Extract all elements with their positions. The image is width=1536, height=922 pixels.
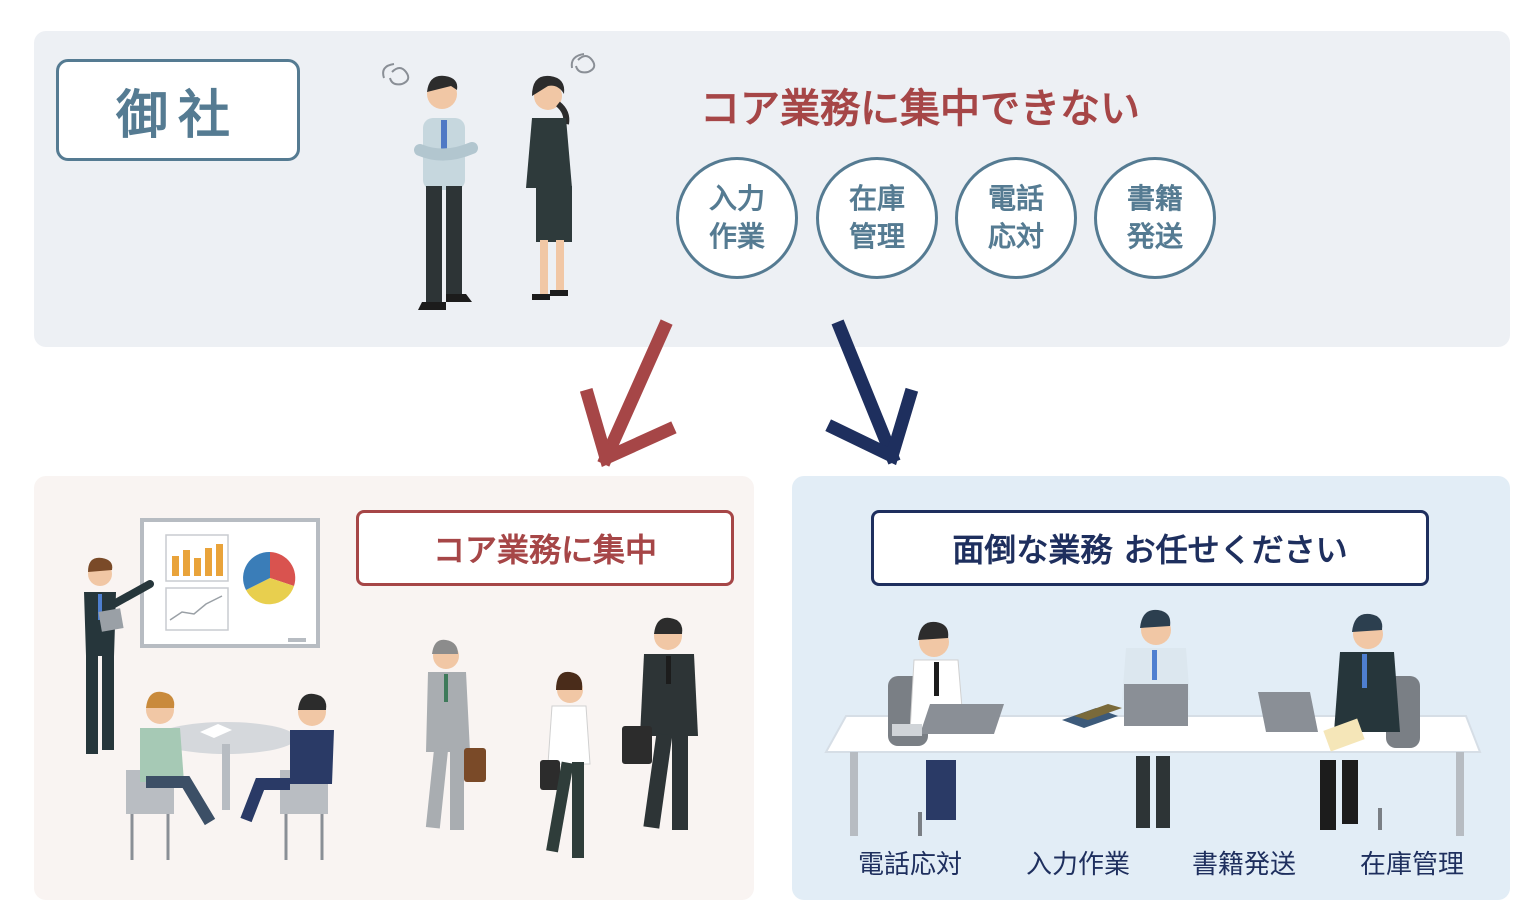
- meeting-table-illustration: [126, 691, 334, 860]
- stressed-woman-illustration: [526, 53, 596, 300]
- outsource-label: 面倒な業務 お任せください: [871, 510, 1429, 586]
- outsourced-task-label: 書籍発送: [1192, 850, 1297, 880]
- center-worker-illustration: [1062, 609, 1190, 828]
- task-circle: 入力 作業: [676, 157, 798, 279]
- outsourced-task-label: 電話応対: [858, 850, 963, 880]
- task-line: 電話: [987, 182, 1044, 215]
- arrow-to-outsource-icon: [825, 319, 919, 466]
- task-circle: 電話 応対: [955, 157, 1077, 279]
- task-circle: 書籍 発送: [1094, 157, 1216, 279]
- presenter-illustration: [84, 557, 154, 754]
- problem-headline: コア業務に集中できない: [700, 86, 1140, 132]
- arrow-to-core-icon: [579, 319, 677, 468]
- task-line: 発送: [1126, 220, 1183, 253]
- right-worker-illustration: [1258, 613, 1420, 830]
- walking-businesspeople-illustration: [425, 617, 698, 858]
- whiteboard-illustration: [140, 518, 320, 648]
- task-circle: 在庫 管理: [816, 157, 938, 279]
- task-line: 入力: [708, 182, 765, 215]
- core-business-label: コア業務に集中: [356, 510, 734, 586]
- phone-operator-illustration: [888, 621, 1004, 836]
- task-line: 応対: [987, 220, 1044, 253]
- outsourced-task-label: 在庫管理: [1360, 850, 1465, 880]
- task-line: 作業: [708, 220, 765, 253]
- company-label: 御社: [56, 59, 300, 161]
- outsourced-task-label: 入力作業: [1026, 850, 1131, 880]
- stressed-man-illustration: [382, 63, 478, 310]
- task-line: 管理: [848, 220, 905, 253]
- task-line: 在庫: [848, 182, 905, 215]
- task-line: 書籍: [1126, 182, 1183, 215]
